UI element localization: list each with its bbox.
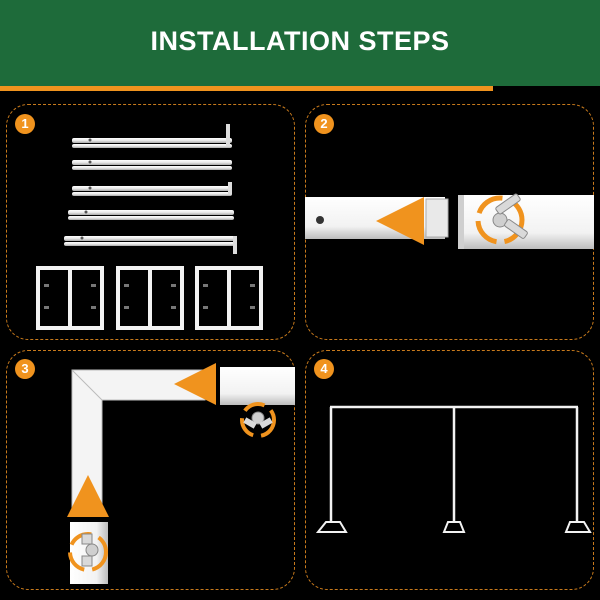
step2-tube-assembly (305, 193, 594, 249)
step-badge-2: 2 (314, 114, 334, 134)
header-accent-stripe (0, 86, 493, 91)
step1-poles (64, 124, 237, 254)
step-badge-3: 3 (15, 359, 35, 379)
step-panel-1 (6, 104, 295, 340)
step4-assembled-frame (315, 405, 592, 533)
step-panel-3 (6, 350, 295, 590)
rotate-arrows-icon (475, 193, 528, 245)
step-badge-1: 1 (15, 114, 35, 134)
header-banner (0, 0, 600, 86)
page-title: INSTALLATION STEPS (150, 26, 450, 56)
step-panel-4 (305, 350, 594, 590)
step-badge-4: 4 (314, 359, 334, 379)
step3-corner-assembly (67, 363, 295, 584)
step1-base-frames (36, 266, 263, 330)
